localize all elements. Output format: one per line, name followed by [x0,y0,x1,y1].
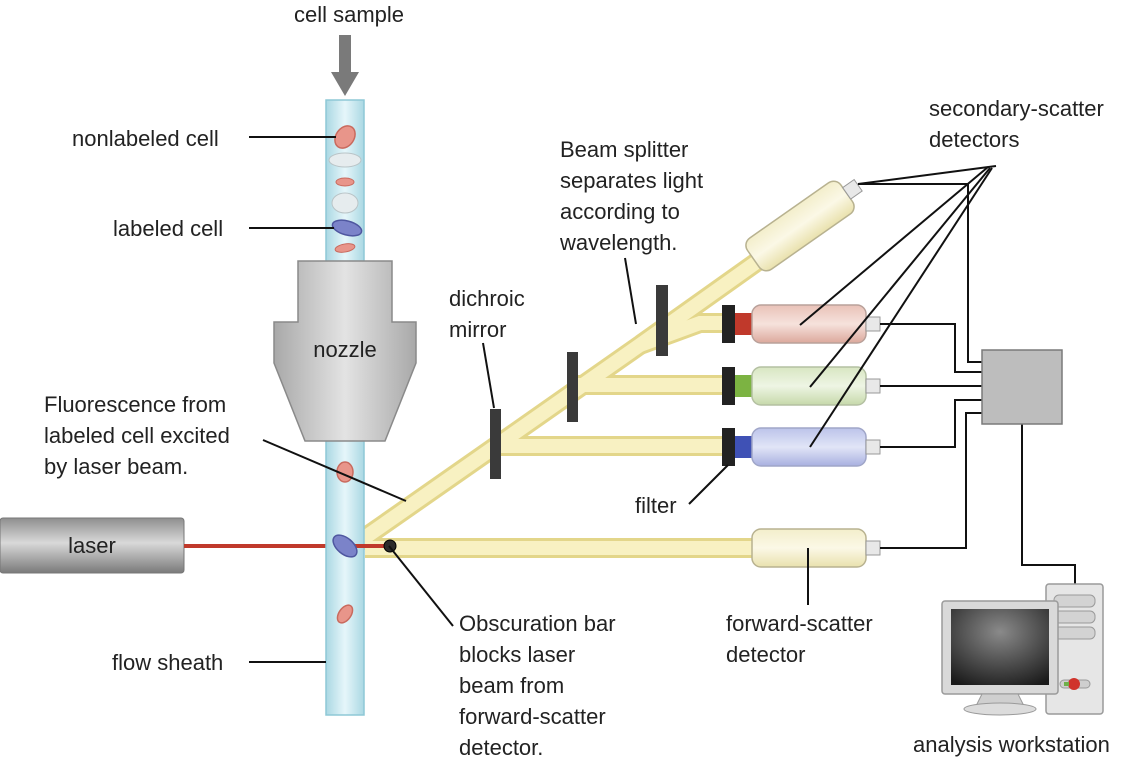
obscuration-bar-label-line-5: detector. [459,735,543,760]
fluorescence-label-line-2: labeled cell excited [44,423,230,448]
beam-splitter-1 [567,352,578,422]
optics [490,285,668,479]
dichroic-mirror-label-line-2: mirror [449,317,506,342]
obscuration-bar-label-line-2: blocks laser [459,642,575,667]
analysis-workstation-label: analysis workstation [913,732,1110,757]
filter-blue [722,428,735,466]
nozzle-label: nozzle [313,337,377,362]
filters [722,305,753,466]
obscuration-bar-label-line-4: forward-scatter [459,704,606,729]
cells [328,125,363,624]
nonlabeled-cell [336,604,354,624]
forward-scatter-label-line-1: forward-scatter [726,611,873,636]
laser-label: laser [68,533,116,558]
obscuration-bar-label-line-3: beam from [459,673,564,698]
nonlabeled-cell [334,125,356,149]
cell-sample-arrow [331,35,359,96]
flow-sheath-label: flow sheath [112,650,223,675]
nonlabeled-cell [334,243,356,253]
signal-processor [981,349,1063,425]
cell-sample-label: cell sample [294,2,404,27]
beam-splitter-label-line-3: according to [560,199,680,224]
fluorescence-label-line-3: by laser beam. [44,454,188,479]
beam-splitter-2 [656,285,668,356]
detector-red [751,304,881,344]
forward-scatter-detector [751,528,881,568]
detectors [745,178,881,568]
beam-splitter-label-line-2: separates light [560,168,703,193]
secondary-scatter-label-line-2: detectors [929,127,1020,152]
detector-green [751,366,881,406]
filter-red [722,305,735,343]
beam-splitter-label-line-1: Beam splitter [560,137,688,162]
nonlabeled-cell [335,177,355,187]
leader-lines [249,136,997,663]
side-scatter-detector [745,178,863,272]
labeled-cell [331,219,363,237]
filter-label: filter [635,493,677,518]
dichroic-mirror-label-line-1: dichroic [449,286,525,311]
dichroic-mirror [490,409,501,479]
beam-splitter-label-line-4: wavelength. [559,230,677,255]
computer-icon [941,583,1104,716]
secondary-scatter-label-line-1: secondary-scatter [929,96,1104,121]
nozzle: nozzle [273,260,417,442]
laser-source: laser [0,517,185,574]
detector-blue [751,427,881,467]
unstained-cell [331,192,359,214]
filter-green [722,367,735,405]
fluorescence-label-line-1: Fluorescence from [44,392,226,417]
obscuration-bar-label-line-1: Obscuration bar [459,611,616,636]
nonlabeled-cell-label: nonlabeled cell [72,126,219,151]
labeled-cell [332,534,358,558]
labeled-cell-label: labeled cell [113,216,223,241]
light-beams [344,240,781,558]
cables [858,183,1076,584]
unstained-cell [328,152,362,168]
forward-scatter-label-line-2: detector [726,642,806,667]
